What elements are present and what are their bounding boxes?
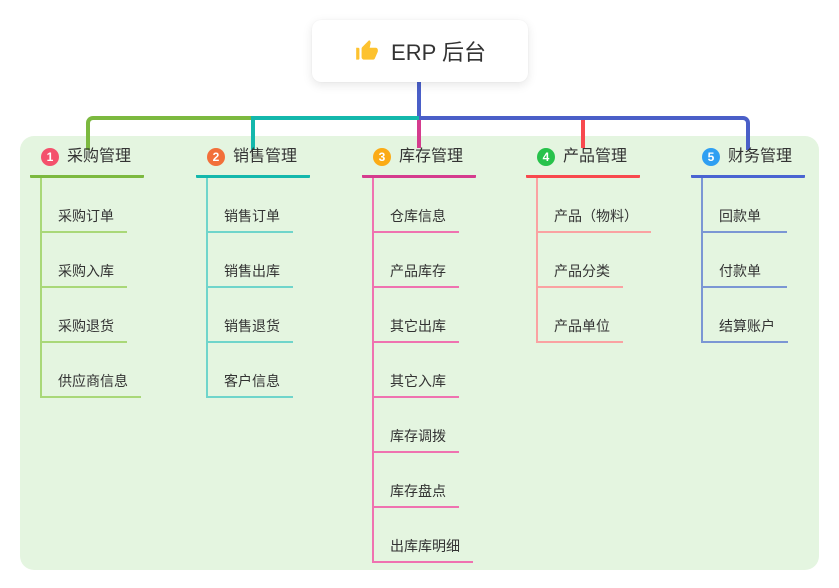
branch-销售管理: 2 销售管理 销售订单销售出库销售退货客户信息	[196, 146, 356, 398]
branch-child-connector	[372, 178, 374, 563]
child-node[interactable]: 回款单	[701, 178, 787, 233]
child-node[interactable]: 产品单位	[536, 288, 623, 343]
branch-child-connector	[701, 178, 703, 343]
branch-node[interactable]: 5 财务管理	[691, 146, 805, 178]
child-node[interactable]: 库存调拨	[372, 398, 459, 453]
branch-node[interactable]: 2 销售管理	[196, 146, 310, 178]
child-node[interactable]: 仓库信息	[372, 178, 459, 233]
branch-children: 产品（物料）产品分类产品单位	[526, 178, 686, 343]
child-node[interactable]: 销售订单	[206, 178, 293, 233]
branch-库存管理: 3 库存管理 仓库信息产品库存其它出库其它入库库存调拨库存盘点出库库明细	[362, 146, 522, 563]
branch-node[interactable]: 3 库存管理	[362, 146, 476, 178]
root-node[interactable]: ERP 后台	[312, 20, 528, 82]
branch-number-badge: 2	[207, 148, 225, 166]
branch-children: 销售订单销售出库销售退货客户信息	[196, 178, 356, 398]
child-node[interactable]: 销售出库	[206, 233, 293, 288]
branch-label: 采购管理	[67, 148, 132, 165]
child-node[interactable]: 付款单	[701, 233, 787, 288]
child-node[interactable]: 其它出库	[372, 288, 459, 343]
branch-number-badge: 1	[41, 148, 59, 166]
child-node[interactable]: 客户信息	[206, 343, 293, 398]
branch-child-connector	[536, 178, 538, 343]
branch-采购管理: 1 采购管理 采购订单采购入库采购退货供应商信息	[30, 146, 190, 398]
branch-label: 销售管理	[233, 148, 298, 165]
child-node[interactable]: 采购入库	[40, 233, 127, 288]
thumbs-up-icon	[356, 40, 378, 60]
child-node[interactable]: 采购订单	[40, 178, 127, 233]
child-node[interactable]: 采购退货	[40, 288, 127, 343]
branch-label: 产品管理	[563, 148, 628, 165]
root-title: ERP 后台	[391, 40, 486, 65]
branch-child-connector	[206, 178, 208, 398]
branch-children: 回款单付款单结算账户	[691, 178, 839, 343]
child-node[interactable]: 其它入库	[372, 343, 459, 398]
child-node[interactable]: 库存盘点	[372, 453, 459, 508]
connector-branch-4	[581, 120, 585, 148]
child-node[interactable]: 结算账户	[701, 288, 788, 343]
connector-branch-2	[251, 116, 419, 150]
connector-branch-1	[86, 116, 255, 150]
connector-branch-5	[419, 116, 750, 150]
branch-产品管理: 4 产品管理 产品（物料）产品分类产品单位	[526, 146, 686, 343]
branch-children: 仓库信息产品库存其它出库其它入库库存调拨库存盘点出库库明细	[362, 178, 522, 563]
child-node[interactable]: 销售退货	[206, 288, 293, 343]
branch-child-connector	[40, 178, 42, 398]
branches-panel	[20, 136, 819, 570]
child-node[interactable]: 产品（物料）	[536, 178, 651, 233]
branch-number-badge: 5	[702, 148, 720, 166]
child-node[interactable]: 产品分类	[536, 233, 623, 288]
child-node[interactable]: 出库库明细	[372, 508, 473, 563]
branch-label: 财务管理	[728, 148, 793, 165]
child-node[interactable]: 供应商信息	[40, 343, 141, 398]
branch-node[interactable]: 1 采购管理	[30, 146, 144, 178]
child-node[interactable]: 产品库存	[372, 233, 459, 288]
branch-children: 采购订单采购入库采购退货供应商信息	[30, 178, 190, 398]
connector-branch-3	[417, 120, 421, 148]
branch-number-badge: 4	[537, 148, 555, 166]
branch-node[interactable]: 4 产品管理	[526, 146, 640, 178]
branch-number-badge: 3	[373, 148, 391, 166]
trunk-connector	[417, 81, 421, 118]
branch-label: 库存管理	[399, 148, 464, 165]
branch-财务管理: 5 财务管理 回款单付款单结算账户	[691, 146, 839, 343]
